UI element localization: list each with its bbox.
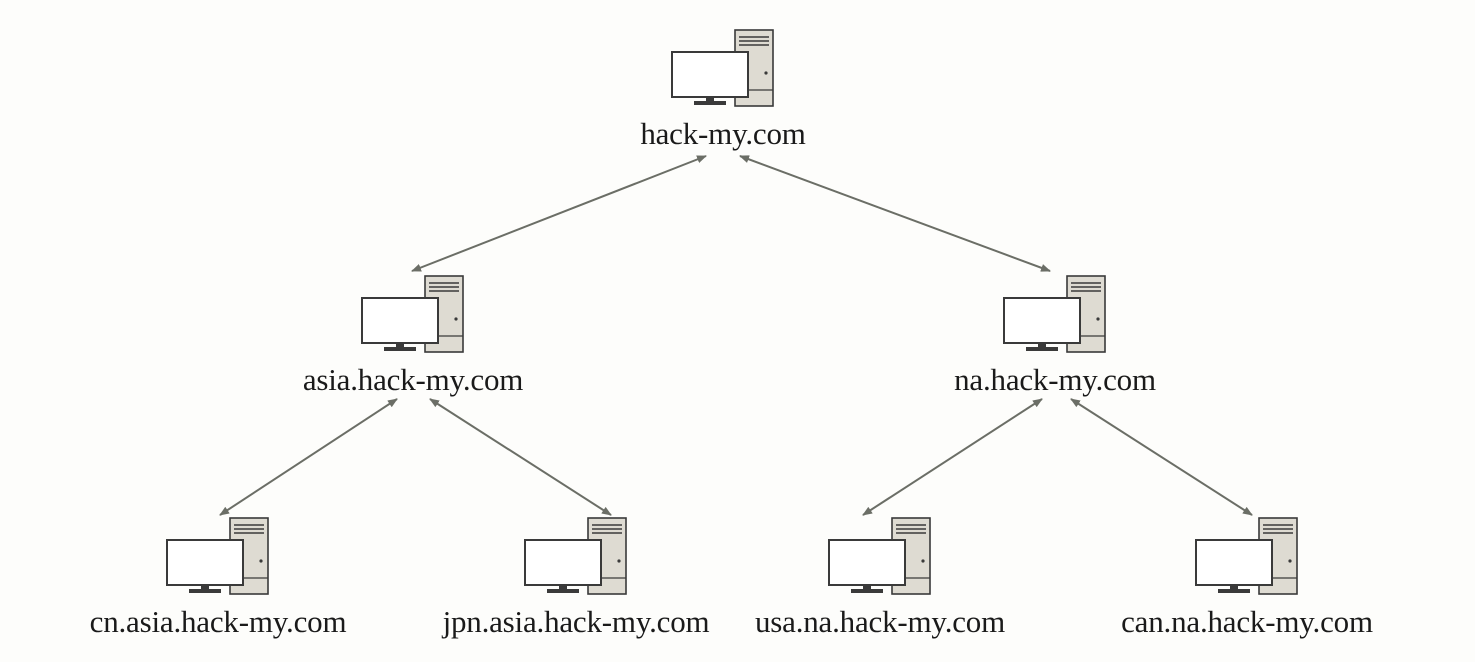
node-label-na: na.hack-my.com — [954, 362, 1156, 397]
node-usa: usa.na.hack-my.com — [720, 516, 1040, 640]
computer-icon — [524, 517, 627, 595]
node-label-cn: cn.asia.hack-my.com — [89, 604, 347, 639]
link-asia-cn — [219, 398, 398, 516]
node-can: can.na.hack-my.com — [1087, 516, 1407, 640]
node-label-can: can.na.hack-my.com — [1121, 604, 1373, 639]
node-label-usa: usa.na.hack-my.com — [754, 604, 1006, 639]
link-na-usa — [862, 398, 1043, 516]
node-label-jpn: jpn.asia.hack-my.com — [442, 604, 710, 639]
link-root-na — [739, 155, 1051, 272]
node-cn: cn.asia.hack-my.com — [58, 516, 378, 640]
link-na-can — [1070, 398, 1253, 516]
computer-icon — [671, 29, 774, 107]
node-jpn: jpn.asia.hack-my.com — [416, 516, 736, 640]
link-root-asia — [411, 155, 707, 272]
node-na: na.hack-my.com — [895, 274, 1215, 398]
computer-icon — [828, 517, 931, 595]
link-asia-jpn — [429, 398, 612, 516]
computer-icon — [1003, 275, 1106, 353]
node-asia: asia.hack-my.com — [253, 274, 573, 398]
node-label-root: hack-my.com — [640, 116, 806, 151]
node-root: hack-my.com — [563, 28, 883, 152]
computer-icon — [1195, 517, 1298, 595]
node-label-asia: asia.hack-my.com — [302, 362, 524, 397]
computer-icon — [361, 275, 464, 353]
computer-icon — [166, 517, 269, 595]
